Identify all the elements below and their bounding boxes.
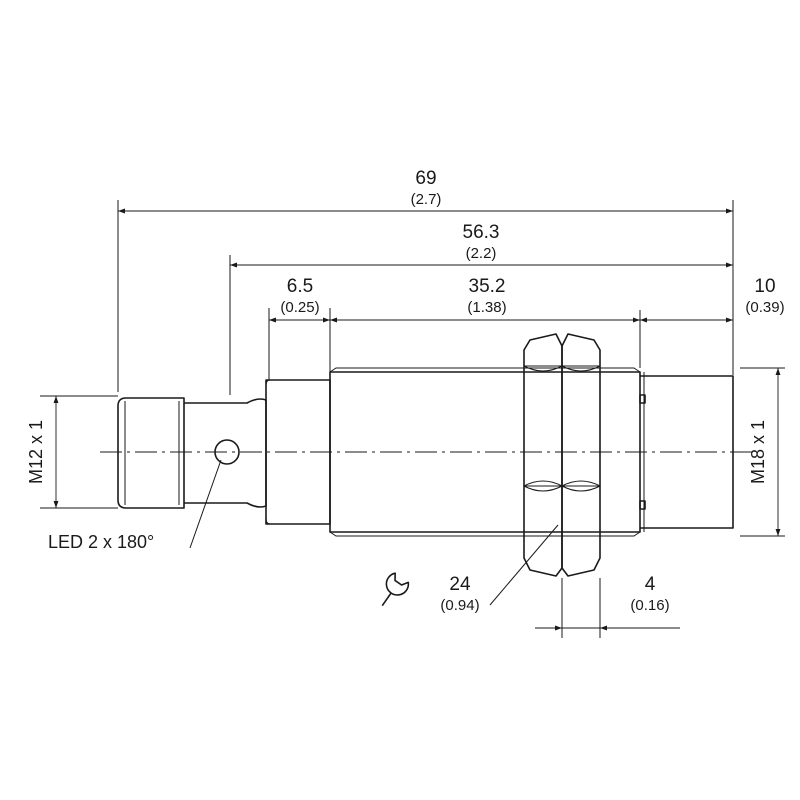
- extension-lines: [40, 200, 785, 638]
- dim-overall-value: 69: [415, 168, 436, 189]
- dim-body-value: 56.3: [463, 222, 500, 243]
- led-leader: [189, 459, 222, 549]
- hex-nut-1: [523, 333, 563, 577]
- dim-collar-inch: (0.25): [280, 299, 319, 316]
- connector-plug: [117, 397, 185, 509]
- m12-thread-label: M12 x 1: [26, 420, 46, 484]
- dim-body-inch: (2.2): [466, 245, 497, 262]
- hex-nuts: [523, 333, 601, 577]
- sensing-cap: [640, 375, 734, 529]
- dim-wrench-value: 24: [449, 574, 471, 595]
- m18-thread-label: M18 x 1: [748, 420, 768, 484]
- led-label: LED 2 x 180°: [48, 532, 154, 552]
- dim-overall-inch: (2.7): [411, 191, 442, 208]
- led-neck: [184, 398, 267, 508]
- hex-nut-2: [561, 333, 601, 577]
- dim-cap-inch: (0.39): [745, 299, 784, 316]
- threaded-housing: [329, 371, 641, 533]
- led-window: [214, 439, 240, 465]
- wrench-leader: [489, 524, 559, 606]
- dim-thread-inch: (1.38): [467, 299, 506, 316]
- dim-collar-value: 6.5: [287, 276, 313, 297]
- dim-cap-value: 10: [754, 276, 775, 297]
- sensor-body: [117, 367, 734, 537]
- dimension-lines: [53, 208, 781, 631]
- dim-thread-value: 35.2: [469, 276, 506, 297]
- dim-wrench-inch: (0.94): [440, 597, 479, 614]
- dim-nut-value: 4: [645, 574, 656, 595]
- wrench-icon: [381, 572, 410, 607]
- dim-nut-inch: (0.16): [630, 597, 669, 614]
